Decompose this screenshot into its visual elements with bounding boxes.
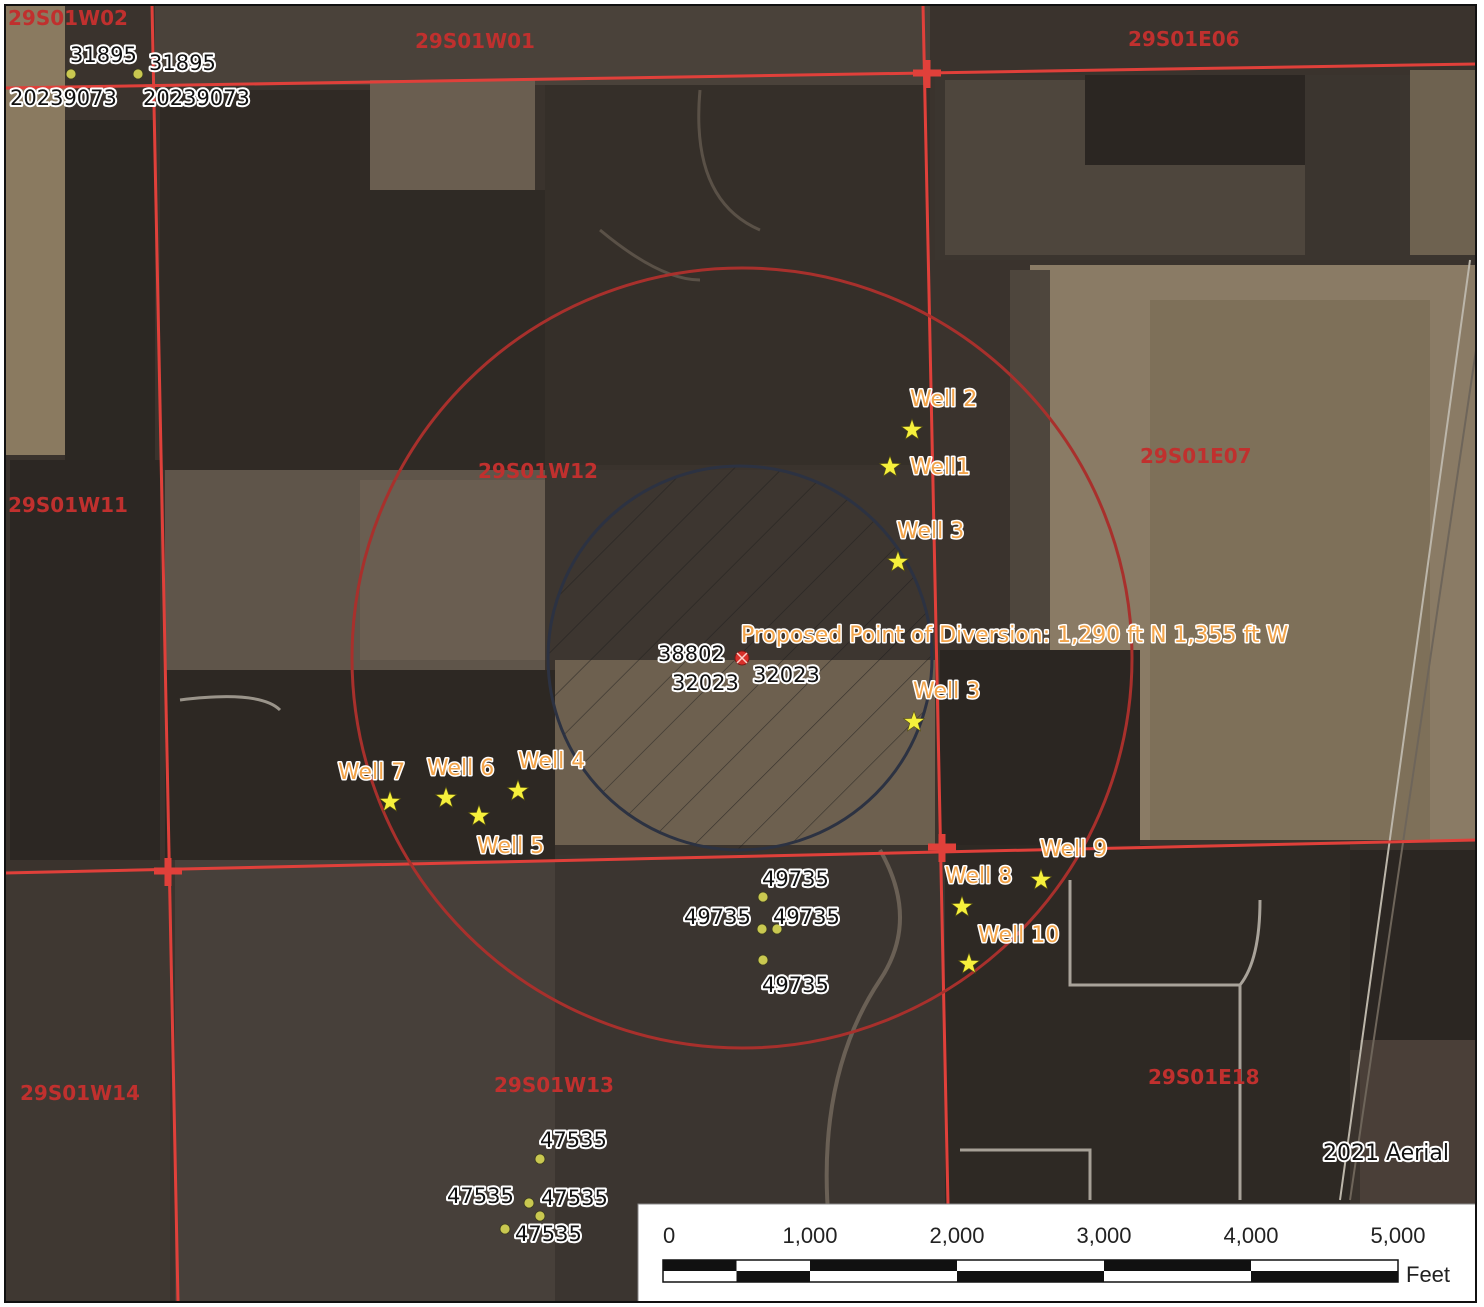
scale-bar-segment [957, 1271, 1104, 1282]
well-label-9: Well 9 [1040, 837, 1107, 862]
scale-bar-segment [1104, 1260, 1251, 1271]
well-label-7: Well 7 [338, 760, 405, 785]
well-star-icon[interactable] [1029, 868, 1053, 890]
section-label-29s01e07: 29S01E07 [1140, 444, 1252, 468]
well-stars [378, 418, 1053, 974]
diversion-id-right: 32023 [753, 663, 820, 687]
well-label-5: Well 5 [477, 834, 544, 859]
section-label-29s01e18: 29S01E18 [1148, 1065, 1260, 1089]
water-right-label: 49735 [762, 867, 829, 891]
scale-bar-segment [736, 1271, 810, 1282]
water-right-dot[interactable] [534, 1210, 546, 1222]
scale-tick-label: 3,000 [1076, 1223, 1131, 1248]
imagery-date-badge: 2021 Aerial [1323, 1141, 1449, 1166]
well-star-icon[interactable] [378, 790, 402, 812]
water-right-dot[interactable] [523, 1197, 535, 1209]
section-label-29s01w02: 29S01W02 [8, 6, 128, 30]
water-right-dot[interactable] [499, 1223, 511, 1235]
well-label-1: Well1 [910, 455, 970, 480]
water-right-label: 47535 [540, 1128, 607, 1152]
scale-tick-label: 0 [663, 1223, 675, 1248]
well-label-10: Well 10 [978, 923, 1059, 948]
proposed-point-of-diversion[interactable]: Proposed Point of Diversion: 1,290 ft N … [656, 622, 1290, 698]
well-label-6: Well 6 [427, 756, 494, 781]
scale-tick-label: 5,000 [1370, 1223, 1425, 1248]
scale-tick-label: 4,000 [1223, 1223, 1278, 1248]
diversion-label: Proposed Point of Diversion: 1,290 ft N … [741, 623, 1288, 648]
well-star-icon[interactable] [434, 786, 458, 808]
well-star-icon[interactable] [900, 418, 924, 440]
scale-bar-ticks: 0 1,000 2,000 3,000 4,000 5,000 [663, 1223, 1426, 1248]
search-radius-circle [350, 266, 1134, 1050]
water-right-dot[interactable] [65, 68, 77, 80]
well-label-2: Well 2 [910, 387, 977, 412]
well-star-icon[interactable] [957, 952, 981, 974]
water-right-points [65, 68, 783, 1235]
water-right-label: 31895 [70, 43, 137, 67]
well-star-icon[interactable] [902, 710, 926, 732]
well-star-icon[interactable] [878, 455, 902, 477]
water-right-label: 49735 [684, 905, 751, 929]
well-labels: Well 2 Well1 Well 3 Well 3 Well 4 Well 6… [337, 386, 1109, 950]
scale-bar: 0 1,000 2,000 3,000 4,000 5,000 Feet [637, 1203, 1477, 1303]
section-label-29s01w01: 29S01W01 [415, 29, 535, 53]
well-star-icon[interactable] [467, 804, 491, 826]
scale-tick-label: 1,000 [782, 1223, 837, 1248]
section-label-29s01w12: 29S01W12 [478, 459, 598, 483]
map-frame [4, 4, 1477, 1303]
water-right-label: 47535 [541, 1186, 608, 1210]
water-right-label: 20239073 [10, 86, 117, 110]
water-right-dot[interactable] [756, 923, 768, 935]
water-right-dot[interactable] [132, 68, 144, 80]
section-corner-markers [154, 60, 956, 886]
water-right-label: 31895 [149, 51, 216, 75]
water-right-dot[interactable] [534, 1153, 546, 1165]
well-label-8: Well 8 [945, 864, 1012, 889]
scale-bar-unit: Feet [1406, 1262, 1450, 1287]
well-star-icon[interactable] [506, 779, 530, 801]
water-right-dot[interactable] [757, 954, 769, 966]
section-lines [4, 4, 1477, 1303]
scale-bar-segment [810, 1260, 957, 1271]
scale-bar-segment [663, 1260, 737, 1271]
section-label-29s01w11: 29S01W11 [8, 493, 128, 517]
water-right-label: 47535 [447, 1184, 514, 1208]
well-label-4: Well 4 [518, 749, 585, 774]
well-label-3-north: Well 3 [897, 519, 964, 544]
section-label-29s01e06: 29S01E06 [1128, 27, 1240, 51]
scale-bar-segments [662, 1259, 1399, 1283]
well-label-3-south: Well 3 [913, 679, 980, 704]
water-right-label: 49735 [773, 905, 840, 929]
water-right-label: 47535 [515, 1222, 582, 1246]
well-star-icon[interactable] [950, 895, 974, 917]
scale-bar-segment [1251, 1271, 1398, 1282]
water-right-labels: 31895 31895 20239073 20239073 49735 4973… [8, 41, 842, 1248]
water-right-label: 20239073 [143, 86, 250, 110]
water-right-dot[interactable] [757, 891, 769, 903]
section-label-29s01w13: 29S01W13 [494, 1073, 614, 1097]
diversion-id-left: 32023 [672, 671, 739, 695]
section-labels: 29S01W02 29S01W01 29S01E06 29S01W11 29S0… [8, 6, 1260, 1105]
scale-tick-label: 2,000 [929, 1223, 984, 1248]
water-right-label: 49735 [762, 973, 829, 997]
section-label-29s01w14: 29S01W14 [20, 1081, 140, 1105]
well-star-icon[interactable] [886, 550, 910, 572]
water-right-dot[interactable] [771, 923, 783, 935]
diversion-id-top: 38802 [658, 642, 725, 666]
